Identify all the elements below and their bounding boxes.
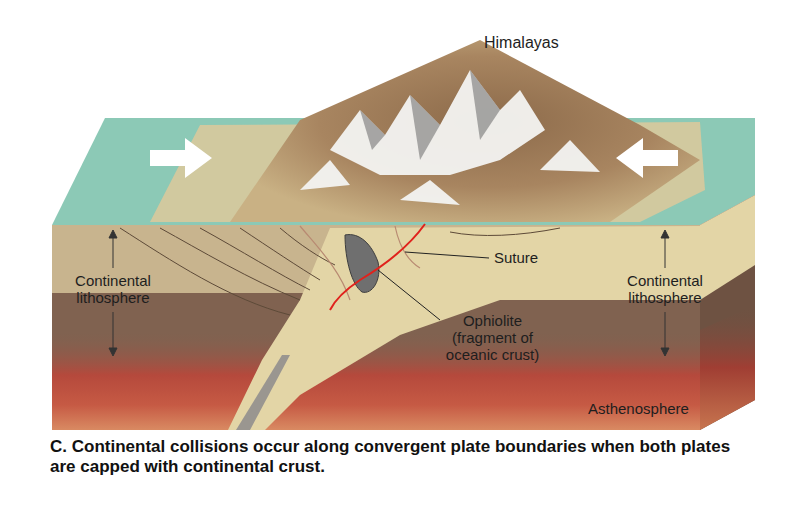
leader-line <box>378 270 440 320</box>
layer-label: Continental lithosphere <box>58 272 168 306</box>
plate-motion-arrow <box>150 138 212 178</box>
slab-edge <box>236 355 290 430</box>
side-face <box>700 195 755 430</box>
plate-motion-arrow <box>616 138 678 178</box>
lithospheric-mantle <box>52 225 700 430</box>
feature-label: Suture <box>494 249 574 266</box>
suture-line <box>330 224 425 310</box>
layer-label: Continental lithosphere <box>610 272 720 306</box>
mountain-name: Himalayas <box>484 34 594 51</box>
layer-label: Asthenosphere <box>588 400 708 417</box>
ophiolite-lens <box>345 235 379 293</box>
leader-line <box>405 252 489 258</box>
thrust-faults <box>120 228 560 315</box>
figure-caption: C. Continental collisions occur along co… <box>50 437 750 477</box>
mountain-range <box>230 40 700 222</box>
snow-peaks <box>300 70 600 205</box>
side-asthenosphere <box>700 305 755 430</box>
subducting-plate <box>228 226 700 430</box>
side-crust <box>700 195 755 300</box>
feature-label: Ophiolite (fragment of oceanic crust) <box>440 312 545 363</box>
ridge-shadows <box>360 70 500 160</box>
